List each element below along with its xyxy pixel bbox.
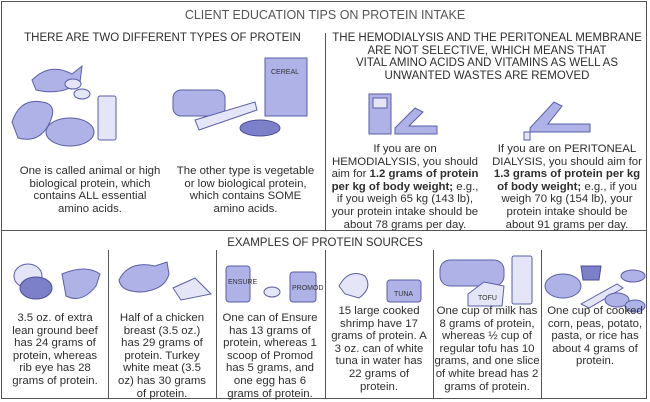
text-line: protein. Turkey (124, 349, 200, 362)
seafood-illustration: TUNA (338, 273, 422, 303)
divider (216, 250, 217, 399)
heading-line: UNWANTED WASTES ARE REMOVED (384, 69, 590, 82)
text-line: protein. (360, 380, 398, 393)
text-line: shrimp have 17 (340, 317, 418, 330)
hemodialysis-illustration (368, 93, 438, 135)
text-line: 3.5 oz. of extra (17, 312, 93, 324)
types-heading: THERE ARE TWO DIFFERENT TYPES OF PROTEIN (24, 32, 301, 44)
peritoneal-text: If you are on PERITONEAL DIALYSIS, you s… (492, 143, 642, 231)
heading-line: THE HEMODIALYSIS AND THE PERITONEAL MEMB… (332, 32, 642, 44)
text-line: lean ground beef (12, 324, 98, 337)
text-line: has 29 grams of (121, 337, 203, 350)
text-line: 8 grams of protein, (439, 317, 535, 330)
vegetable-protein-text: The other type is vegetable or low biolo… (163, 165, 328, 215)
divider (541, 250, 542, 399)
text: If you are on PERITONEAL DIALYSIS, you s… (492, 143, 642, 168)
text-line: has 5 grams, and (225, 362, 314, 375)
text-line: 15 large cooked (338, 305, 420, 317)
text-line: One cup of milk has (436, 305, 538, 317)
tofu-label: TOFU (478, 295, 497, 302)
text-line: oz) has 30 grams (118, 374, 206, 387)
text-line: one egg has 6 (233, 374, 307, 387)
text-line: whereas ½ cup of (442, 330, 532, 343)
promod-label: PROMOD (292, 285, 324, 292)
heading-line: VITAL AMINO ACIDS AND VITAMINS AS WELL A… (355, 57, 619, 69)
tuna-label: TUNA (394, 291, 413, 298)
text-line: has 24 grams of (14, 337, 96, 350)
text-line: grams of protein. (227, 387, 313, 400)
text: e.g., if you weigh 65 kg (143 lb), your … (331, 180, 479, 231)
cereal-label: CEREAL (271, 69, 299, 76)
bold-text: 1.2 grams of protein per kg of body weig… (331, 168, 479, 193)
text-line: One is called animal or high (19, 165, 161, 177)
hemodialysis-text: If you are on HEMODIALYSIS, you should a… (330, 143, 480, 231)
text-line: has 13 grams of (229, 324, 311, 337)
animal-protein-illustration (11, 64, 117, 147)
text-line: One can of Ensure (222, 312, 318, 324)
text: e.g., if you weigh 70 kg (154 lb), your … (501, 180, 637, 231)
peritoneal-dialysis-illustration (523, 101, 591, 141)
text-line: rib eye has 28 (19, 362, 91, 375)
text-line: grams, and one slice (434, 355, 540, 368)
text-line: protein, whereas (12, 349, 98, 362)
text-line: scoop of Promod (226, 349, 314, 362)
grains-illustration (544, 265, 646, 313)
divider (433, 250, 434, 399)
text-line: regular tofu has 10 (439, 342, 535, 355)
ensure-label: ENSURE (228, 279, 258, 286)
text-line: grams of protein. (444, 380, 530, 393)
text-line: Half of a chicken (119, 312, 205, 324)
vegetable-protein-illustration: CEREAL (172, 57, 308, 137)
beef-illustration (13, 263, 101, 300)
text-line: of white bread has 2 (435, 367, 539, 380)
text-line: protein, whereas 1 (223, 337, 317, 350)
dialysis-heading: THE HEMODIALYSIS AND THE PERITONEAL MEMB… (326, 32, 648, 82)
text-line: 22 grams of (348, 367, 410, 380)
text-line: about 4 grams of (552, 342, 638, 355)
divider (108, 250, 109, 399)
text-line: corn, peas, potato, (547, 317, 643, 330)
divider (325, 250, 326, 399)
text-line: grams of protein. A (331, 330, 427, 343)
text-line: biological protein, which (29, 177, 151, 190)
chicken-illustration (118, 261, 213, 301)
supplements-illustration: ENSURE PROMOD (225, 265, 324, 303)
text-line: protein. (576, 355, 614, 368)
text-line: The other type is vegetable (176, 165, 315, 177)
heading-line: ARE NOT SELECTIVE, WHICH MEANS THAT (367, 44, 607, 57)
text: If you are on HEMODIALYSIS, you should a… (331, 143, 479, 181)
text-line: which contains SOME (189, 190, 302, 203)
text-line: tuna in water has (335, 355, 423, 368)
dairy-bread-illustration: TOFU (439, 255, 533, 307)
text-line: or low biological protein, (184, 177, 307, 190)
text-line: breast (3.5 oz.) (123, 324, 201, 337)
text-line: amino acids. (213, 202, 278, 215)
text-line: of protein. (136, 387, 188, 400)
text-line: One cup of cooked (547, 305, 643, 317)
text-line: grams of protein. (12, 374, 98, 387)
divider (1, 230, 647, 231)
text-line: white meat (3.5 (123, 362, 201, 375)
divider (325, 33, 326, 230)
bold-text: 1.3 grams of protein per kg of body weig… (493, 168, 641, 193)
examples-heading: EXAMPLES OF PROTEIN SOURCES (227, 237, 423, 249)
text-line: amino acids. (58, 202, 122, 215)
text-line: 3 oz. can of white (334, 342, 424, 355)
animal-protein-text: One is called animal or high biological … (5, 165, 175, 215)
text-line: pasta, or rice has (551, 330, 639, 343)
page-title: CLIENT EDUCATION TIPS ON PROTEIN INTAKE (184, 8, 466, 22)
text-line: contains ALL essential (33, 190, 147, 203)
